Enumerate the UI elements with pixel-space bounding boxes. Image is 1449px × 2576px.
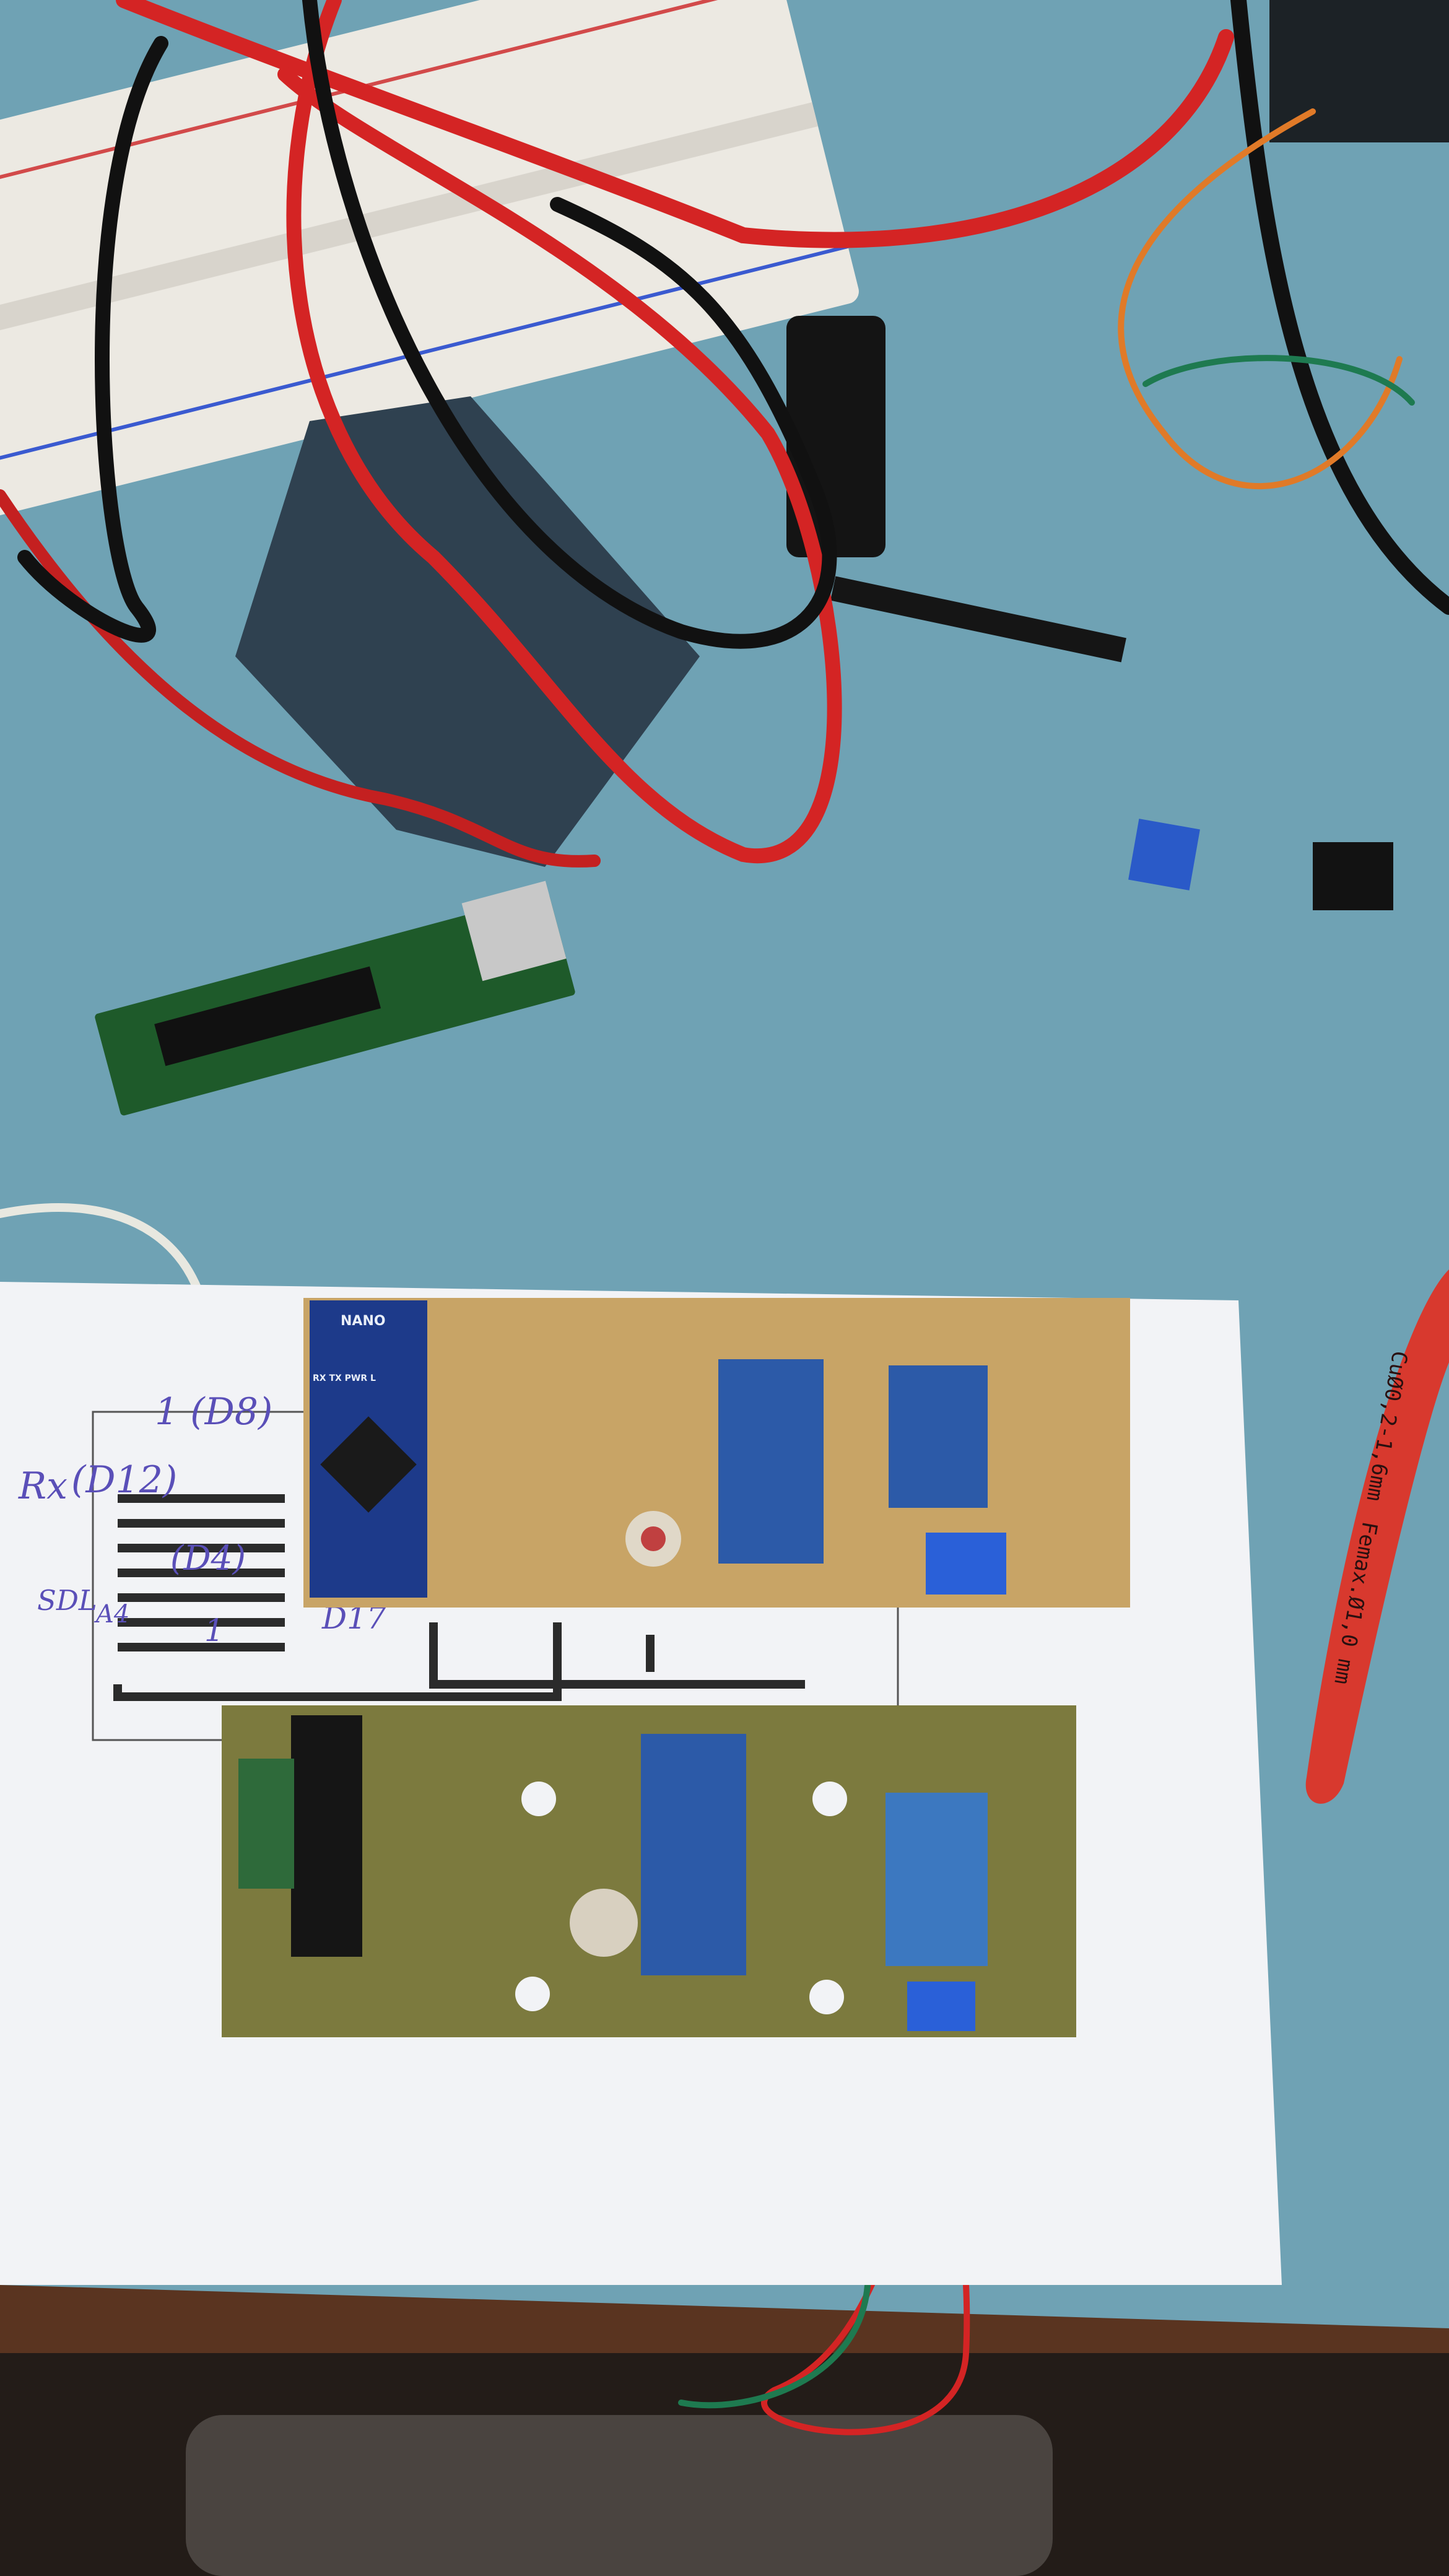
handwriting-d4: (D4) [170,1538,246,1578]
dc-jack [1313,842,1393,910]
handwriting-rx: Rx [18,1464,67,1508]
mount-hole [812,1782,847,1816]
chair-shape [186,2415,1053,2576]
buck-converter-module-2 [641,1734,746,1975]
handwriting-a4: A4 [94,1600,129,1629]
mount-hole [515,1977,550,2011]
printed-traces [113,1494,805,1701]
ic-chip [291,1715,362,1957]
mount-hole [809,1980,844,2014]
handwriting-sdl: SDL [37,1584,97,1617]
pliers-handle [1305,1269,1449,1804]
mount-hole [521,1782,556,1816]
handwriting-d12: (D12) [71,1458,177,1502]
pin-header-strip [830,576,1126,663]
handwriting-one: 1 [204,1612,224,1648]
charger-module-2 [886,1793,988,1966]
screw-terminal [926,1533,1006,1595]
toggle-switch [570,1889,638,1957]
rf-module [238,1759,294,1889]
cables [0,0,1449,2435]
led [641,1526,666,1551]
nano-led-labels: RX TX PWR L [313,1373,376,1383]
handwriting-d8: 1 (D8) [155,1390,272,1434]
blue-trimmer [1128,819,1200,890]
nano-label: NANO [341,1313,386,1329]
buck-converter-module [718,1359,824,1564]
nano-chip [320,1416,417,1513]
microcontroller-board [95,881,575,1116]
charger-module [889,1365,988,1508]
screw-terminal-2 [907,1982,975,2031]
antistatic-bag [235,396,700,867]
